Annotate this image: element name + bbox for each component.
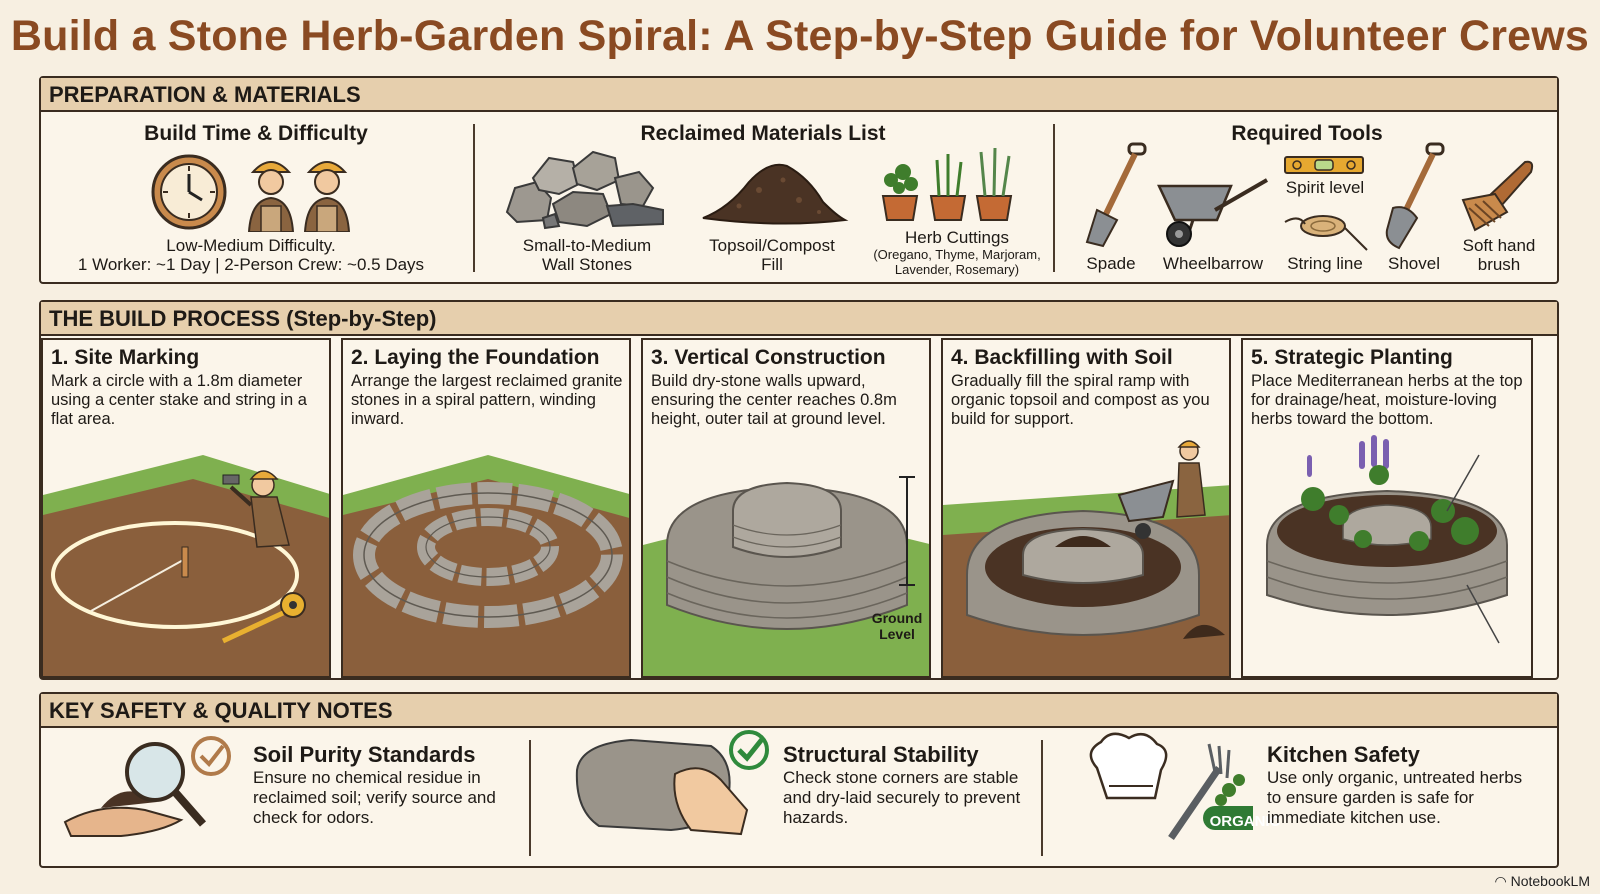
- brush-label-1: Soft hand: [1462, 236, 1536, 255]
- brush-label-2: brush: [1477, 255, 1521, 274]
- notebook-icon: ◠: [1494, 873, 1511, 889]
- stone-check-icon: [575, 730, 769, 836]
- safety-section: KEY SAFETY & QUALITY NOTES Soil Purity S…: [39, 692, 1559, 868]
- planting-illustration: [1266, 435, 1508, 644]
- step-title: 2. Laying the Foundation: [351, 346, 600, 369]
- step-text: Place Mediterranean herbs at the top for…: [1251, 372, 1523, 428]
- ground-level-label-1: Ground: [872, 610, 923, 626]
- stones-icon: [505, 150, 664, 230]
- step-card-site-marking: 1. Site Marking Mark a circle with a 1.8…: [41, 338, 331, 678]
- wheelbarrow-icon: [1157, 178, 1268, 247]
- string-line-icon: [1284, 215, 1368, 251]
- string-line-label: String line: [1287, 254, 1363, 273]
- preparation-heading: PREPARATION & MATERIALS: [41, 78, 1557, 112]
- foundation-illustration: [343, 455, 629, 676]
- note-title: Structural Stability: [783, 742, 979, 767]
- note-title: Kitchen Safety: [1267, 742, 1420, 767]
- divider: [1053, 124, 1055, 272]
- divider: [529, 740, 531, 856]
- build-process-heading: THE BUILD PROCESS (Step-by-Step): [41, 302, 1557, 336]
- brush-icon: [1461, 160, 1534, 232]
- organic-badge-bg: [1203, 806, 1253, 830]
- organic-badge: ORGANIC: [1209, 813, 1281, 830]
- note-text: Use only organic, untreated herbs to ens…: [1267, 768, 1523, 827]
- step-title: 3. Vertical Construction: [651, 346, 886, 369]
- step-card-planting: 5. Strategic Planting Place Mediterranea…: [1241, 338, 1533, 678]
- note-text: Ensure no chemical residue in reclaimed …: [253, 768, 496, 827]
- clock-icon: [151, 154, 227, 230]
- preparation-section: PREPARATION & MATERIALS Build Time & Dif…: [39, 76, 1559, 284]
- divider: [473, 124, 475, 272]
- materials-column: Reclaimed Materials List Small-to-Medium…: [477, 114, 1049, 282]
- site-marking-illustration: [43, 455, 329, 676]
- divider: [1041, 740, 1043, 856]
- soil-inspection-icon: [63, 736, 231, 837]
- wheelbarrow-label: Wheelbarrow: [1162, 254, 1264, 273]
- page-title: Build a Stone Herb-Garden Spiral: A Step…: [10, 12, 1590, 60]
- build-time-title: Build Time & Difficulty: [144, 122, 368, 145]
- tools-column: Required Tools Spade Wheelbarrow Spirit …: [1057, 114, 1557, 282]
- brand-name: NotebookLM: [1510, 873, 1590, 889]
- shovel-icon: [1385, 142, 1445, 250]
- soil-label-1: Topsoil/Compost: [709, 236, 835, 255]
- materials-title: Reclaimed Materials List: [640, 122, 886, 145]
- herb-pots-icon: [881, 147, 1013, 221]
- workers-icon: [247, 161, 351, 232]
- backfilling-illustration: [943, 440, 1229, 676]
- step-title: 1. Site Marking: [51, 346, 200, 369]
- herbs-sub-2: Lavender, Rosemary): [894, 262, 1020, 277]
- note-text: Check stone corners are stable and dry-l…: [783, 768, 1021, 827]
- ground-level-label-2: Level: [879, 626, 915, 642]
- herbs-label: Herb Cuttings: [905, 228, 1009, 247]
- chef-hat-fork-icon: [1089, 732, 1253, 840]
- safety-heading: KEY SAFETY & QUALITY NOTES: [41, 694, 1557, 728]
- soil-label-2: Fill: [761, 255, 783, 274]
- soil-pile-icon: [702, 163, 849, 225]
- build-time-column: Build Time & Difficulty: [41, 114, 471, 282]
- spade-icon: [1085, 142, 1147, 248]
- step-text: Gradually fill the spiral ramp with orga…: [951, 372, 1210, 428]
- step-text: Arrange the largest reclaimed granite st…: [351, 372, 623, 428]
- stones-label-1: Small-to-Medium: [522, 236, 652, 255]
- tools-title: Required Tools: [1231, 122, 1383, 145]
- spirit-level-label: Spirit level: [1285, 178, 1365, 197]
- duration-text: 1 Worker: ~1 Day | 2-Person Crew: ~0.5 D…: [77, 255, 425, 274]
- stones-label-2: Wall Stones: [541, 255, 633, 274]
- step-title: 4. Backfilling with Soil: [951, 346, 1173, 369]
- build-process-section: THE BUILD PROCESS (Step-by-Step) 1. Site…: [39, 300, 1559, 680]
- step-text: Mark a circle with a 1.8m diameter using…: [51, 372, 307, 428]
- spirit-level-icon: [1284, 156, 1364, 174]
- step-card-vertical-construction: 3. Vertical Construction Build dry-stone…: [641, 338, 931, 678]
- herbs-sub-1: (Oregano, Thyme, Marjoram,: [873, 247, 1041, 262]
- spade-label: Spade: [1086, 254, 1136, 273]
- step-card-foundation: 2. Laying the Foundation Arrange the lar…: [341, 338, 631, 678]
- brand-logo: ◠ NotebookLM: [1495, 873, 1591, 890]
- shovel-label: Shovel: [1388, 254, 1440, 273]
- step-card-backfilling: 4. Backfilling with Soil Gradually fill …: [941, 338, 1231, 678]
- note-title: Soil Purity Standards: [253, 742, 476, 767]
- step-text: Build dry-stone walls upward, ensuring t…: [651, 372, 897, 428]
- step-title: 5. Strategic Planting: [1251, 346, 1453, 369]
- difficulty-text: Low-Medium Difficulty.: [166, 236, 336, 255]
- vertical-construction-illustration: Ground Level: [643, 476, 929, 676]
